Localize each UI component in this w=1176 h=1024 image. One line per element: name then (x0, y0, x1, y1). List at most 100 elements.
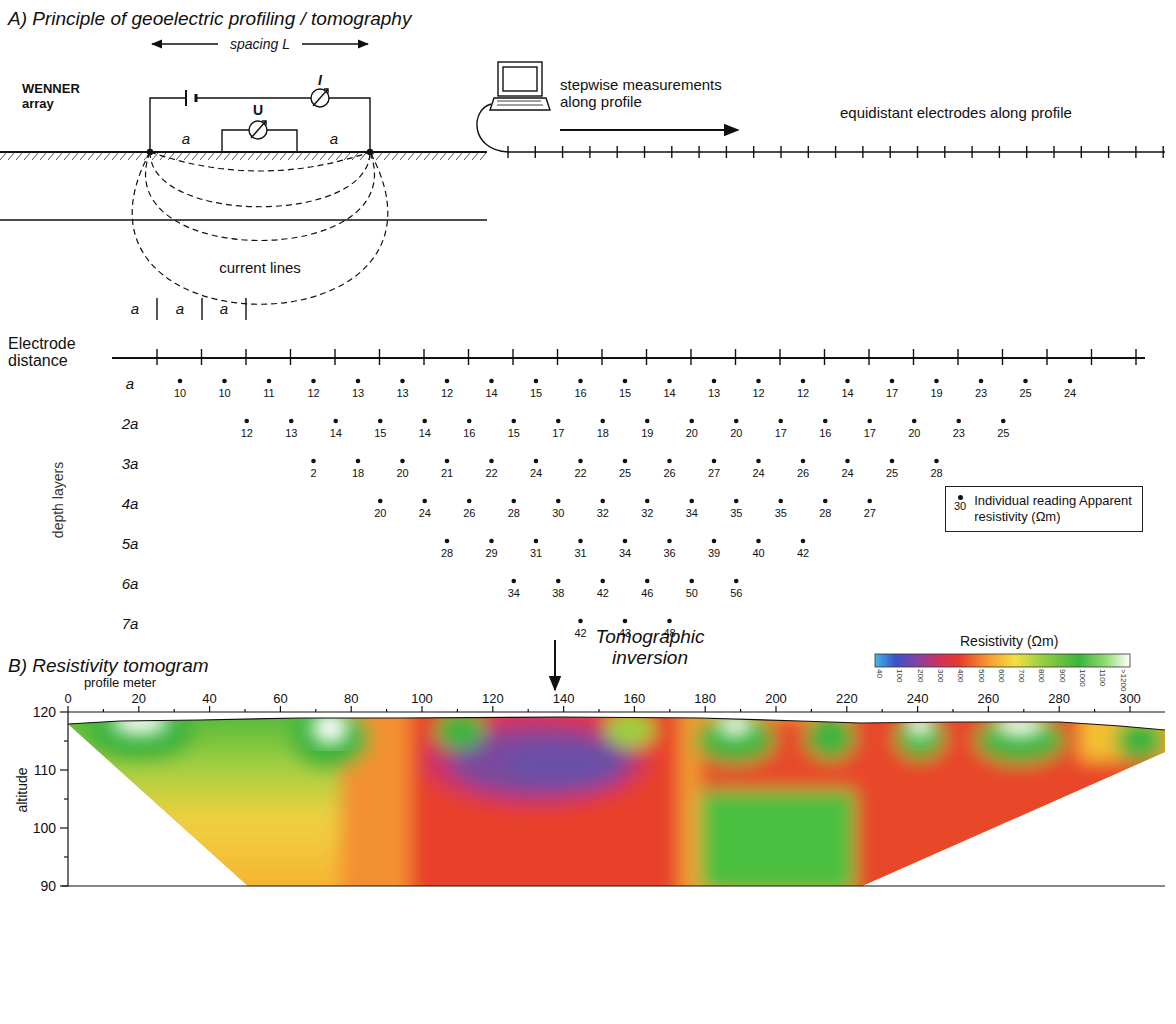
axis-tick-label: 120 (482, 692, 504, 707)
reading-dot (445, 459, 450, 464)
reading-dot (734, 419, 739, 424)
reading-value: 25 (619, 467, 631, 480)
reading-dot (667, 619, 672, 624)
electrode-tick (245, 349, 246, 365)
laptop-icon (477, 62, 550, 152)
reading-dot (645, 579, 650, 584)
reading-dot (356, 459, 361, 464)
depth-level: 4a (122, 495, 139, 512)
depth-level: 3a (122, 455, 139, 472)
reading-dot (890, 379, 895, 384)
legend-text: Individual reading Apparent resistivity … (974, 493, 1134, 524)
scale-title: Resistivity (Ωm) (960, 633, 1058, 649)
reading-value: 17 (552, 427, 564, 440)
axis-tick-label: 60 (273, 692, 287, 707)
spacing-label: a (220, 300, 228, 317)
reading-value: 11 (263, 387, 274, 400)
reading-value: 42 (574, 627, 586, 640)
reading-value: 29 (485, 547, 497, 560)
spacing-label: a (330, 130, 338, 147)
reading-value: 10 (218, 387, 230, 400)
electrode-tick (1135, 349, 1136, 365)
reading-dot (823, 419, 828, 424)
reading-dot (912, 419, 917, 424)
axis-tick-label: 240 (907, 692, 929, 707)
note-label: stepwise measurements along profile (560, 76, 745, 111)
electrode-tick (1091, 349, 1092, 365)
axis-tick (846, 706, 847, 712)
current-symbol: I (318, 72, 322, 88)
reading-value: 34 (619, 547, 631, 560)
axis-tick (1094, 709, 1095, 712)
electrode-tick (999, 146, 1000, 158)
reading-dot (556, 419, 561, 424)
electrode-tick (1081, 146, 1082, 158)
reading-value: 16 (463, 427, 475, 440)
axis-tick (315, 709, 316, 712)
reading-dot (556, 579, 561, 584)
electrode-tick (780, 146, 781, 158)
reading-value: 27 (864, 507, 876, 520)
electrode-tick (201, 349, 202, 365)
reading-dot (445, 539, 450, 544)
reading-dot (623, 539, 628, 544)
reading-value: 39 (708, 547, 720, 560)
reading-value: 20 (686, 427, 698, 440)
note-label: equidistant electrodes along profile (840, 104, 1072, 121)
reading-dot (222, 379, 227, 384)
depth-level: 2a (122, 415, 139, 432)
reading-value: 50 (686, 587, 698, 600)
electrode-tick (1002, 349, 1003, 365)
reading-value: 13 (352, 387, 364, 400)
depth-level: 6a (122, 575, 139, 592)
axis-tick (1023, 709, 1024, 712)
reading-dot (801, 539, 806, 544)
reading-dot (378, 499, 383, 504)
axis-tick-label: 120 (33, 704, 56, 720)
reading-value: 14 (485, 387, 497, 400)
reading-dot (178, 379, 183, 384)
reading-value: 38 (552, 587, 564, 600)
axis-tick (563, 706, 564, 712)
reading-dot (689, 579, 694, 584)
electrode-tick (646, 349, 647, 365)
electrode-tick (617, 146, 618, 158)
electrode-tick (944, 146, 945, 158)
reading-value: 15 (530, 387, 542, 400)
axis-tick (64, 740, 68, 741)
electrode-tick (808, 146, 809, 158)
reading-dot (712, 539, 717, 544)
electrode-tick (1135, 146, 1136, 158)
reading-value: 28 (930, 467, 942, 480)
axis-tick-label: 180 (694, 692, 716, 707)
reading-dot (556, 499, 561, 504)
axis-tick-label: 300 (1119, 692, 1141, 707)
depth-level: a (126, 375, 134, 392)
electrode-tick (334, 349, 335, 365)
spacing-label: a (131, 300, 139, 317)
reading-value: 14 (841, 387, 853, 400)
tomogram-axes (60, 706, 1165, 886)
resistivity-tomogram (60, 700, 1176, 900)
reading-value: 12 (797, 387, 809, 400)
reading-value: 26 (463, 507, 475, 520)
reading-dot (534, 459, 539, 464)
reading-value: 40 (752, 547, 764, 560)
reading-dot (645, 419, 650, 424)
axis-tick-label: 260 (978, 692, 1000, 707)
reading-dot (534, 539, 539, 544)
reading-value: 2 (310, 467, 316, 480)
electrode-tick (671, 146, 672, 158)
reading-value: 14 (419, 427, 431, 440)
reading-value: 14 (330, 427, 342, 440)
reading-value: 28 (819, 507, 831, 520)
electrode-tick (824, 349, 825, 365)
reading-dot (958, 495, 963, 500)
scale-tick: 1000 (1078, 669, 1087, 687)
reading-value: 28 (508, 507, 520, 520)
reading-dot (600, 419, 605, 424)
process-label: Tomographic inversion (585, 627, 715, 669)
reading-value: 16 (574, 387, 586, 400)
reading-value: 12 (752, 387, 764, 400)
reading-dot (400, 459, 405, 464)
